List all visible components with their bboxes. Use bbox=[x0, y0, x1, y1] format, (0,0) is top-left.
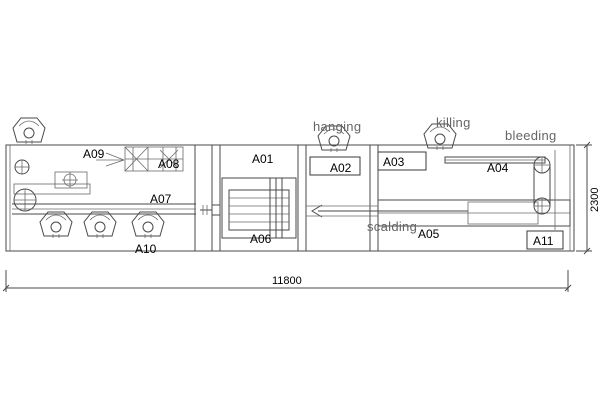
label-bleeding: bleeding bbox=[505, 128, 557, 143]
carcass-bottom-3 bbox=[131, 211, 165, 239]
carcass-bottom-1 bbox=[39, 211, 73, 239]
a02-box bbox=[309, 156, 361, 176]
width-dimension-line bbox=[576, 141, 592, 255]
left-drive-assembly bbox=[13, 159, 91, 212]
a03-box bbox=[377, 151, 427, 171]
label-a04: A04 bbox=[487, 161, 509, 175]
label-a06: A06 bbox=[250, 232, 272, 246]
length-dimension-line bbox=[2, 270, 572, 292]
width-dimension-value: 2300 bbox=[589, 188, 600, 212]
label-a09: A09 bbox=[83, 147, 105, 161]
label-a01: A01 bbox=[252, 152, 274, 166]
label-hanging: hanging bbox=[313, 119, 361, 134]
a08-rack bbox=[124, 146, 184, 172]
label-a10: A10 bbox=[135, 242, 157, 256]
machine-outline bbox=[5, 144, 575, 252]
carcass-top-left bbox=[12, 117, 46, 145]
a04-bleeding-conveyor bbox=[444, 150, 556, 230]
label-scalding: scalding bbox=[367, 219, 417, 234]
label-a05: A05 bbox=[418, 227, 440, 241]
label-a07: A07 bbox=[150, 192, 172, 206]
label-a03: A03 bbox=[383, 155, 405, 169]
label-a11: A11 bbox=[533, 234, 554, 248]
label-killing: killing bbox=[436, 115, 471, 130]
length-dimension-value: 11800 bbox=[272, 275, 302, 287]
carcass-bottom-2 bbox=[83, 211, 117, 239]
a06-dehairing-drum bbox=[200, 177, 297, 239]
label-a08: A08 bbox=[158, 157, 180, 171]
a05-scalding-tank bbox=[306, 199, 571, 227]
a09-arrow bbox=[96, 152, 125, 167]
a11-box bbox=[526, 230, 564, 250]
section-dividers bbox=[194, 145, 379, 251]
label-a02: A02 bbox=[330, 161, 352, 175]
a07-conveyor bbox=[12, 203, 196, 215]
